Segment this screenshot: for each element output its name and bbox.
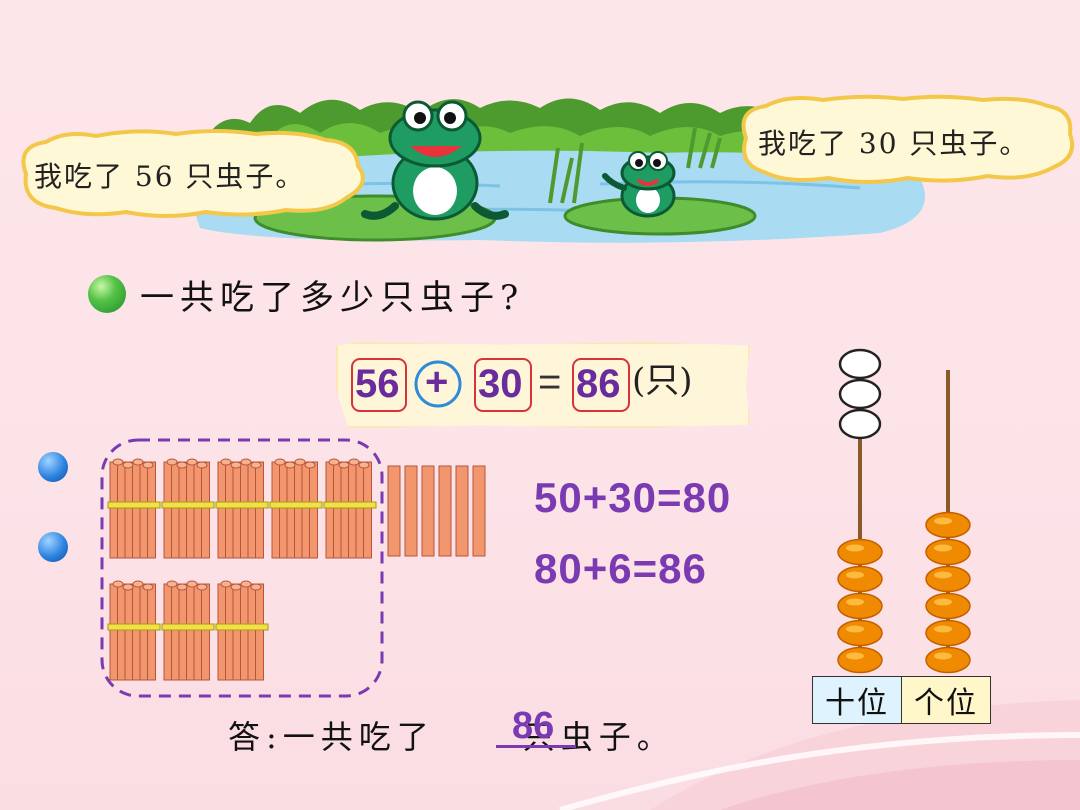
operand-b-box <box>474 358 532 412</box>
result-box <box>572 358 630 412</box>
result: 86 <box>576 362 621 406</box>
plus-circle-icon <box>414 360 462 408</box>
answer-sentence: 答:一共吃了 只虫子。 <box>228 712 675 758</box>
question-text: 一共吃了多少只虫子? <box>140 277 525 318</box>
stick-bundle <box>215 458 269 559</box>
abacus <box>837 348 971 674</box>
speech-bubble-right <box>741 94 1075 184</box>
stick-bundle <box>161 458 215 559</box>
loose-stick <box>404 465 418 557</box>
white-bead <box>838 408 882 440</box>
abacus-bead <box>837 592 883 620</box>
abacus-bead <box>837 619 883 647</box>
place-value-labels: 十位 个位 <box>812 676 991 724</box>
operand-a-box <box>351 358 407 412</box>
loose-stick <box>387 465 401 557</box>
loose-stick <box>455 465 469 557</box>
operand-b: 30 <box>478 362 523 406</box>
calc-line-1: 50+30=80 <box>534 474 732 521</box>
calc-line-2: 80+6=86 <box>534 545 707 592</box>
loose-stick <box>472 465 486 557</box>
abacus-bead <box>837 538 883 566</box>
abacus-bead <box>925 511 971 539</box>
abacus-bead <box>925 592 971 620</box>
loose-stick <box>438 465 452 557</box>
answer-underline <box>496 745 576 748</box>
equals-sign: = <box>538 360 562 404</box>
grouping-dashed-box <box>100 438 384 698</box>
counting-sticks <box>100 438 486 698</box>
operand-a: 56 <box>355 362 400 406</box>
stick-bundle <box>215 580 269 681</box>
operator: + <box>425 360 449 404</box>
abacus-bead <box>837 565 883 593</box>
ones-label: 个位 <box>902 677 990 723</box>
stick-bundle <box>107 580 161 681</box>
pond-scene <box>190 98 925 243</box>
answer-value: 86 <box>512 705 555 747</box>
blue-dot-icon <box>38 532 68 562</box>
speech-bubble-left-text: 我吃了 56 只虫子。 <box>34 160 306 193</box>
abacus-bead <box>925 538 971 566</box>
speech-bubble-right-text: 我吃了 30 只虫子。 <box>758 127 1030 160</box>
unit: (只) <box>632 361 693 401</box>
speech-bubble-left <box>21 129 365 218</box>
answer-suffix: 只虫子。 <box>522 718 675 756</box>
answer-prefix: 答:一共吃了 <box>228 718 435 756</box>
abacus-bead <box>925 565 971 593</box>
stick-bundle <box>323 458 377 559</box>
stick-bundle <box>107 458 161 559</box>
blue-dot-icon <box>38 452 68 482</box>
stick-bundle <box>161 580 215 681</box>
abacus-bead <box>925 646 971 674</box>
green-dot-icon <box>88 275 126 313</box>
white-bead <box>838 348 882 380</box>
loose-stick <box>421 465 435 557</box>
abacus-bead <box>837 646 883 674</box>
abacus-bead <box>925 619 971 647</box>
stick-bundle <box>269 458 323 559</box>
tens-label: 十位 <box>813 677 902 723</box>
question-line: 一共吃了多少只虫子? <box>88 270 524 318</box>
white-bead <box>838 378 882 410</box>
